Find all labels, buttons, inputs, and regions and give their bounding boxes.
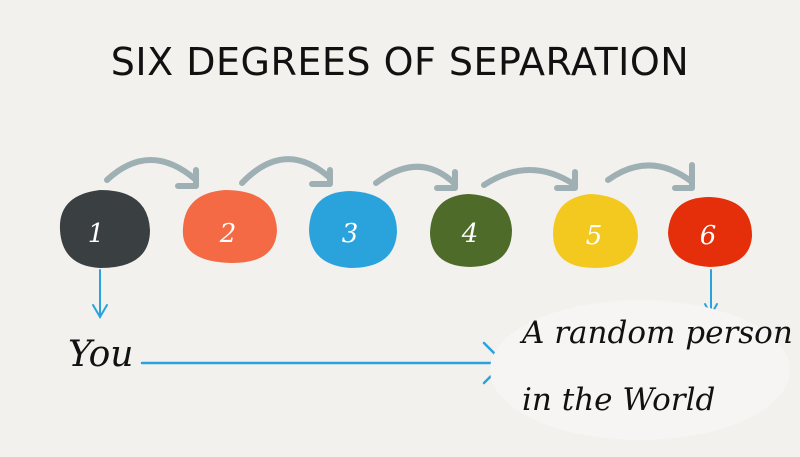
down-arrow-icon-start (92, 269, 108, 319)
node-1-blob (59, 190, 151, 268)
node-5: 5 (553, 194, 638, 268)
hop-arrow-2-3 (239, 156, 333, 187)
node-2-blob (182, 190, 277, 263)
hop-arrows (104, 156, 695, 191)
node-2-label: 2 (219, 219, 237, 249)
node-3-blob (309, 191, 397, 268)
start-label: You (68, 334, 134, 375)
node-4: 4 (430, 194, 512, 267)
hop-arrow-1-2 (104, 157, 199, 189)
node-2: 2 (182, 190, 277, 263)
hop-arrow-3-4 (373, 163, 458, 191)
node-5-blob (553, 194, 638, 268)
node-6-label: 6 (700, 221, 717, 251)
node-6-blob (668, 197, 752, 267)
node-1: 1 (59, 190, 151, 268)
node-4-blob (430, 194, 512, 267)
node-3: 3 (309, 191, 397, 268)
right-arrow-icon (140, 341, 506, 385)
end-label-line2: in the World (522, 382, 715, 418)
page-title: SIX DEGREES OF SEPARATION (110, 40, 690, 84)
node-1-label: 1 (88, 219, 105, 249)
hop-arrow-5-6 (605, 162, 695, 191)
node-3-label: 3 (342, 219, 359, 249)
node-5-label: 5 (586, 221, 603, 251)
node-4-label: 4 (461, 219, 479, 249)
node-6: 6 (668, 197, 752, 267)
hop-arrow-4-5 (481, 167, 578, 191)
end-label-highlight (490, 300, 790, 440)
end-label-line1: A random person (519, 315, 793, 351)
